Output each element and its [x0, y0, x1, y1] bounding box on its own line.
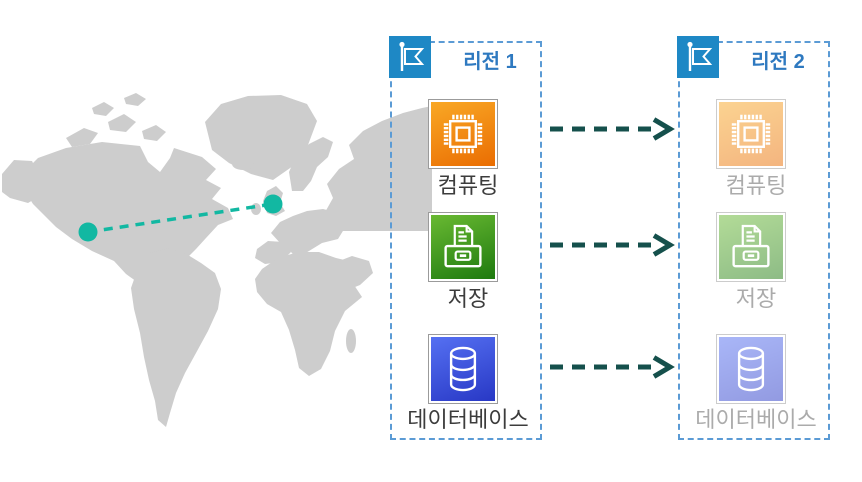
region-1-label: 리전 1 — [463, 51, 517, 73]
storage-drawer-icon-faded — [716, 212, 786, 282]
service-label-database: 데이터베이스 — [407, 407, 529, 432]
database-cylinder-icon — [428, 334, 498, 404]
north-america-point — [78, 222, 98, 242]
service-label-storage-faded: 저장 — [735, 286, 777, 311]
continents — [2, 93, 432, 427]
continent-asia — [324, 106, 432, 231]
service-label-database-faded: 데이터베이스 — [695, 407, 817, 432]
region-2-label: 리전 2 — [751, 51, 805, 73]
scandinavia — [289, 137, 333, 191]
europe-point — [263, 194, 283, 214]
region-2-box: 리전 2 컴퓨팅 — [677, 36, 830, 440]
arctic-island — [92, 102, 114, 116]
service-label-computing-faded: 컴퓨팅 — [725, 173, 787, 198]
service-label-storage: 저장 — [447, 286, 489, 311]
flag-icon — [389, 36, 431, 78]
arctic-island — [142, 125, 166, 141]
service-label-computing: 컴퓨팅 — [437, 173, 499, 198]
region-connection — [78, 194, 283, 242]
storage-drawer-icon — [428, 212, 498, 282]
compute-chip-icon-faded — [716, 99, 786, 169]
iceland — [232, 158, 254, 170]
arctic-island — [108, 114, 136, 132]
ireland — [251, 203, 261, 215]
continent-greenland — [205, 95, 317, 180]
replication-arrow-storage — [546, 233, 676, 257]
replication-arrow-database — [546, 355, 676, 379]
flag-icon — [677, 36, 719, 78]
replication-arrow-computing — [546, 117, 676, 141]
arctic-island — [124, 93, 146, 106]
madagascar — [346, 329, 356, 353]
arabia — [334, 256, 373, 291]
region-1-box: 리전 1 컴퓨팅 — [389, 36, 542, 440]
database-cylinder-icon-faded — [716, 334, 786, 404]
continent-africa — [255, 252, 362, 376]
arctic-island — [66, 128, 98, 147]
continent-south-america — [131, 248, 221, 427]
compute-chip-icon — [428, 99, 498, 169]
